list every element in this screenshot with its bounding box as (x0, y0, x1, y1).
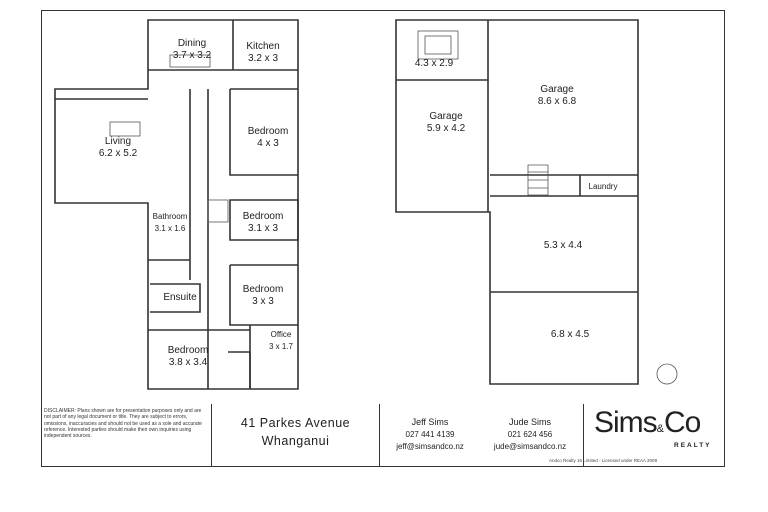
room-label-bedroom2-dims: 3.1 x 3 (248, 223, 278, 234)
agent-phone: 021 624 456 (507, 429, 553, 439)
room-label-bedroom4-name: Bedroom (168, 345, 209, 356)
room-label-office-dims: 3 x 1.7 (269, 342, 294, 351)
room-label-kitchen-dims: 3.2 x 3 (248, 53, 278, 64)
room-label-bathroom-dims: 3.1 x 1.6 (155, 224, 186, 233)
room-label-bedroom3-dims: 3 x 3 (252, 296, 274, 307)
room-label-dining-dims: 3.7 x 3.2 (173, 50, 212, 61)
room-label-lower-small-dims: 4.3 x 2.9 (415, 58, 454, 69)
brand-subtitle: REALTY (674, 442, 712, 449)
license-text: Andco Realty 16 Limited - Licensed under… (549, 458, 658, 463)
room-label-living-name: Living (105, 136, 131, 147)
dining-kitchen-wall (148, 20, 298, 71)
bedroom2-wall (229, 199, 299, 241)
disclaimer-text: DISCLAIMER: Plans shown are for presenta… (41, 404, 212, 466)
sofa-icon (109, 121, 141, 137)
room-label-bedroom1-dims: 4 x 3 (257, 138, 279, 149)
stairs-icon (207, 199, 229, 223)
lower-floor-outline (395, 19, 639, 385)
address: 41 Parkes Avenue Whanganui (212, 404, 380, 466)
room-label-bedroom3-name: Bedroom (243, 284, 284, 295)
room-label-lower-bottom-dims: 6.8 x 4.5 (551, 329, 590, 340)
room-label-garage1-dims: 5.9 x 4.2 (427, 123, 466, 134)
room-label-kitchen-name: Kitchen (246, 41, 279, 52)
small-room-wall (396, 20, 489, 81)
room-label-bedroom1-name: Bedroom (248, 126, 289, 137)
living-wall (55, 89, 191, 203)
wardrobe (228, 351, 251, 389)
room-label-ensuite-name: Ensuite (163, 292, 197, 303)
hall-walls (207, 88, 298, 389)
tub-icon (417, 30, 459, 60)
room-label-bathroom-name: Bathroom (153, 212, 188, 221)
compass-icon (656, 363, 678, 385)
room-label-dining-name: Dining (178, 38, 206, 49)
garage-stairs-icon (527, 164, 549, 196)
bathroom-wall (148, 203, 191, 280)
upper-floor-outline (54, 19, 299, 390)
agent-jude: Jude Sims 021 624 456 jude@simsandco.nz (480, 416, 580, 454)
ensuite-wall (150, 283, 201, 313)
bedroom3-wall (229, 264, 298, 326)
agent-phone: 027 441 4139 (405, 429, 455, 439)
agent-contacts: Jeff Sims 027 441 4139 jeff@simsandco.nz… (380, 404, 584, 466)
address-line1: 41 Parkes Avenue (240, 416, 351, 430)
room-label-lower-mid-dims: 5.3 x 4.4 (544, 240, 583, 251)
agent-email: jude@simsandco.nz (493, 442, 567, 451)
address-line2: Whanganui (261, 434, 330, 448)
room-label-garage2-name: Garage (540, 84, 574, 95)
dining-table-icon (169, 54, 211, 68)
agent-name: Jude Sims (508, 417, 552, 427)
room-label-garage2-dims: 8.6 x 6.8 (538, 96, 577, 107)
agent-jeff: Jeff Sims 027 441 4139 jeff@simsandco.nz (380, 416, 480, 454)
brand-wordmark: Sims&Co (594, 406, 701, 439)
room-label-bedroom4-dims: 3.8 x 3.4 (169, 357, 208, 368)
room-label-office-name: Office (271, 330, 292, 339)
agent-name: Jeff Sims (411, 417, 449, 427)
room-label-laundry-name: Laundry (589, 182, 618, 191)
room-label-garage1-name: Garage (429, 111, 463, 122)
plan-frame (41, 10, 725, 467)
room-label-living-dims: 6.2 x 5.2 (99, 148, 138, 159)
garage-wall (487, 80, 638, 212)
agent-email: jeff@simsandco.nz (396, 442, 464, 451)
room-label-bedroom2-name: Bedroom (243, 211, 284, 222)
brand-logo: Sims&Co REALTY (584, 404, 725, 466)
